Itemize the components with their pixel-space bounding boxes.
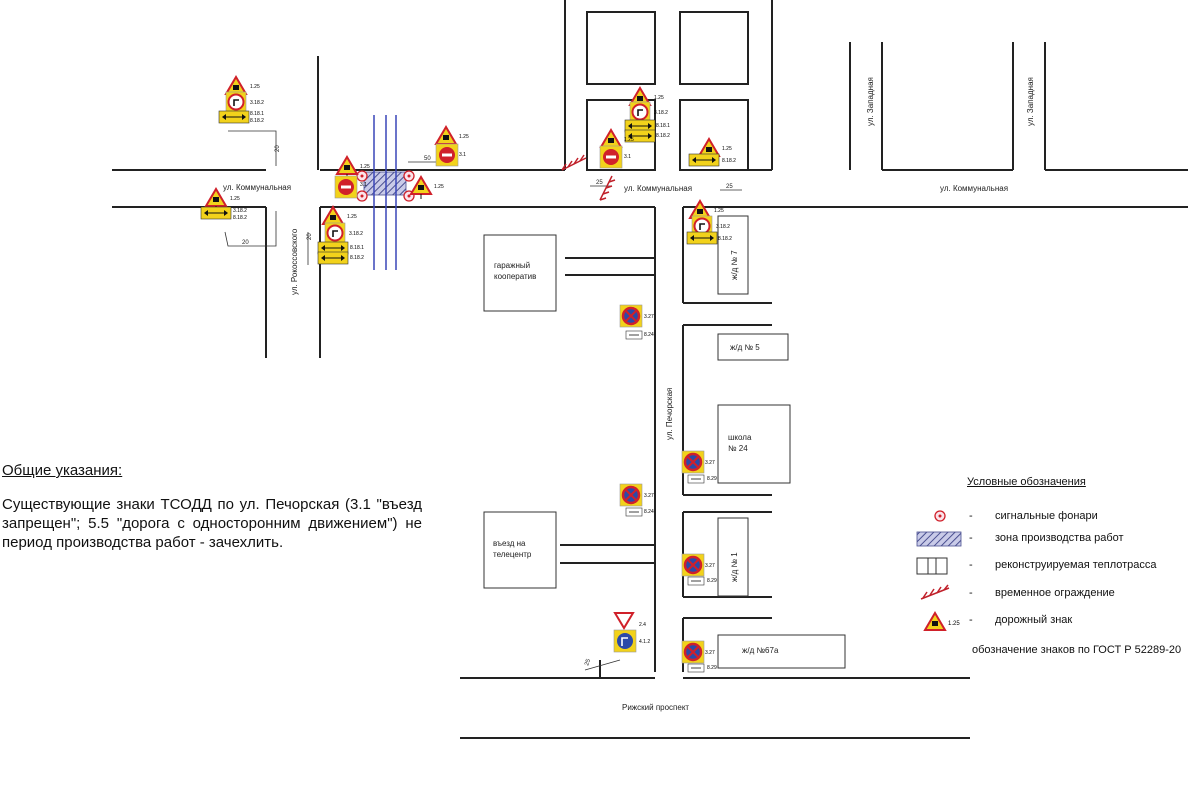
street-kommunalnaya-mid: ул. Коммунальная: [624, 184, 692, 193]
sign-cluster-north: 1.25 3.18.2 8.18.1 8.18.2 1.25 3.1: [599, 87, 670, 169]
telecenter-building: [483, 511, 557, 589]
street-zapadnaya-1: ул. Западная: [866, 77, 875, 126]
dim-20-c: 20: [307, 233, 313, 240]
svg-text:2.4: 2.4: [639, 622, 646, 628]
svg-text:1.25: 1.25: [948, 621, 960, 627]
temporary-fence-bottom: [599, 175, 616, 201]
street-rokossovskogo: ул. Рокоссовского: [290, 228, 299, 295]
svg-text:1.25: 1.25: [654, 95, 664, 101]
sign-cluster-pechorskaya-top: 1.25 8.18.2 1.25 3.18.2 8.18.2: [686, 138, 736, 245]
garage-building: [483, 234, 557, 312]
svg-text:3.18.2: 3.18.2: [654, 110, 668, 116]
svg-text:3.18.2: 3.18.2: [349, 231, 363, 237]
sign-cluster-workzone-west: 1.25 3.1: [334, 156, 370, 199]
svg-text:8.18.1: 8.18.1: [656, 123, 670, 129]
street-kommunalnaya-right: ул. Коммунальная: [940, 184, 1008, 193]
label-house5: ж/д № 5: [730, 343, 760, 352]
sign-cluster-giveway: 2.4 4.1.2: [613, 612, 650, 653]
sign-cluster-nostop-1: 3.27 8.24: [618, 303, 654, 340]
svg-text:1.25: 1.25: [624, 137, 634, 143]
temporary-fence-top: [561, 154, 587, 171]
svg-text:8.24: 8.24: [644, 509, 654, 515]
legend-item-temporary-fence: - временное ограждение: [915, 584, 1200, 604]
svg-text:1.25: 1.25: [434, 184, 444, 190]
svg-text:8.18.2: 8.18.2: [656, 133, 670, 139]
svg-text:3.18.2: 3.18.2: [716, 224, 730, 230]
sign-cluster-nostop-4: 3.27 8.29: [680, 552, 717, 586]
svg-text:3.27: 3.27: [705, 563, 715, 569]
sign-cluster-nostop-2: 3.27 8.24: [618, 482, 654, 517]
sign-cluster-workzone-east: 1.25 1.25 3.1: [410, 126, 469, 200]
house1-building: [717, 517, 749, 597]
legend-item-heating-main: - реконструируемая теплотрасса: [915, 556, 1200, 576]
legend-gost-note: обозначение знаков по ГОСТ Р 52289-20: [972, 644, 1182, 656]
svg-text:8.18.2: 8.18.2: [722, 158, 736, 164]
heating-main: [373, 115, 397, 270]
house67a-building: [717, 634, 846, 669]
work-zone: [363, 171, 407, 196]
dim-50: 50: [424, 156, 431, 162]
svg-text:3.1: 3.1: [459, 152, 466, 158]
svg-text:8.18.1: 8.18.1: [350, 245, 364, 251]
svg-text:3.27: 3.27: [705, 460, 715, 466]
svg-text:3.18.2: 3.18.2: [250, 100, 264, 106]
svg-text:3.18.2: 3.18.2: [233, 208, 247, 214]
dim-25-b: 25: [726, 184, 733, 190]
svg-text:1.25: 1.25: [347, 214, 357, 220]
svg-text:1.25: 1.25: [230, 196, 240, 202]
svg-text:1.25: 1.25: [722, 146, 732, 152]
label-house1: ж/д № 1: [730, 552, 739, 582]
general-notes: Общие указания: Существующие знаки ТСОДД…: [2, 462, 422, 552]
svg-text:8.18.2: 8.18.2: [350, 255, 364, 261]
svg-text:8.18.2: 8.18.2: [718, 236, 732, 242]
svg-text:8.18.1: 8.18.1: [250, 111, 264, 117]
svg-text:8.18.2: 8.18.2: [233, 215, 247, 221]
svg-text:8.18.2: 8.18.2: [250, 118, 264, 124]
buildings: [483, 215, 846, 669]
label-house67a: ж/д №67а: [742, 646, 779, 655]
street-rizhsky: Рижский проспект: [622, 703, 689, 712]
sign-cluster-nostop-3: 3.27 8.29: [680, 449, 717, 484]
dim-20-a: 20: [275, 145, 281, 152]
svg-text:4.1.2: 4.1.2: [639, 639, 650, 645]
notes-text: Существующие знаки ТСОДД по ул. Печорска…: [2, 496, 422, 551]
street-pechorskaya: ул. Печорская: [665, 388, 674, 440]
svg-text:3.1: 3.1: [360, 182, 367, 188]
svg-text:3.27: 3.27: [644, 493, 654, 499]
notes-title: Общие указания:: [2, 462, 123, 479]
legend-title: Условные обозначения: [967, 476, 1086, 488]
svg-text:3.1: 3.1: [624, 154, 631, 160]
svg-text:8.29: 8.29: [707, 665, 717, 671]
sign-cluster-w: 1.25 3.18.2 8.18.2: [200, 188, 247, 221]
dim-25-c: 25: [584, 658, 592, 667]
legend-item-road-sign: 1.25 - дорожный знак: [915, 611, 1200, 631]
legend-item-work-zone: - зона производства работ: [915, 529, 1200, 549]
sign-cluster-rokossovskogo: 1.25 3.18.2 8.18.1 8.18.2: [317, 206, 364, 265]
svg-text:1.25: 1.25: [459, 134, 469, 140]
svg-text:1.25: 1.25: [250, 84, 260, 90]
house5-building: [717, 333, 789, 361]
svg-text:1.25: 1.25: [714, 208, 724, 214]
label-house7: ж/д № 7: [730, 250, 739, 280]
svg-text:8.29: 8.29: [707, 476, 717, 482]
svg-text:8.29: 8.29: [707, 578, 717, 584]
legend-item-signal-lamps: - сигнальные фонари: [915, 507, 1200, 527]
svg-text:8.24: 8.24: [644, 332, 654, 338]
house7-building: [717, 215, 749, 295]
dim-25-a: 25: [596, 180, 603, 186]
school-building: [717, 404, 791, 484]
sign-cluster-nw: 1.25 3.18.2 8.18.1 8.18.2: [218, 76, 264, 124]
svg-text:3.27: 3.27: [705, 650, 715, 656]
street-kommunalnaya-left: ул. Коммунальная: [223, 183, 291, 192]
street-zapadnaya-2: ул. Западная: [1026, 77, 1035, 126]
svg-text:3.27: 3.27: [644, 314, 654, 320]
sign-cluster-nostop-5: 3.27 8.29: [680, 639, 717, 673]
road-network: [112, 0, 1188, 739]
svg-text:1.25: 1.25: [360, 164, 370, 170]
dim-20-b: 20: [242, 240, 249, 246]
